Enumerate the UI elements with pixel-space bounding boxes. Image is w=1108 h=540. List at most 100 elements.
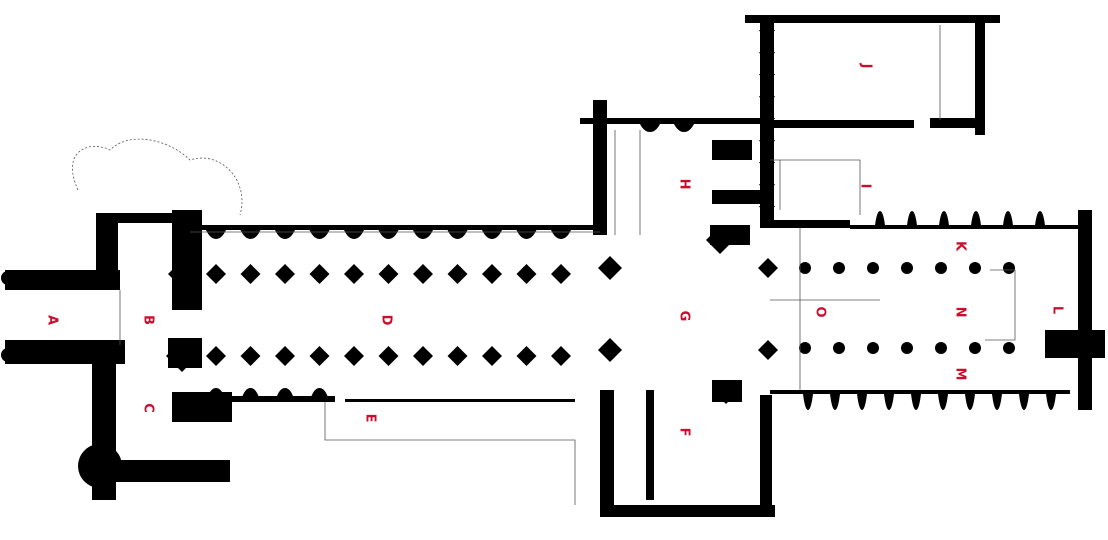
west-turret xyxy=(1,271,15,285)
choir-north-pier xyxy=(1003,262,1015,274)
nave-south-respond xyxy=(277,388,293,396)
label-i: I xyxy=(858,184,873,189)
choir-north-pier xyxy=(969,262,981,274)
nave-north-pier xyxy=(378,264,399,284)
vestibule-pier xyxy=(759,118,775,124)
west-porch-north-wall xyxy=(5,270,120,290)
choir-north-respond xyxy=(1035,211,1045,225)
choir-north-pier xyxy=(935,262,947,274)
choir-south-pier xyxy=(969,342,981,354)
nave-south-pier xyxy=(275,346,295,366)
choir-south-respond xyxy=(911,394,921,410)
nave-north-pier xyxy=(447,264,468,284)
nave-south-aisle-wall xyxy=(180,396,335,402)
vestibule-pier xyxy=(759,74,775,80)
nave-north-pier xyxy=(516,264,537,284)
vestibule-wall-north xyxy=(774,120,914,128)
chapter-buttress xyxy=(932,15,938,23)
north-transept-east-block xyxy=(712,140,752,160)
vestibule-pier xyxy=(759,30,775,36)
chapter-house-south-wall xyxy=(930,118,985,128)
choir-south-respond xyxy=(965,394,975,410)
nave-north-pier xyxy=(206,264,226,284)
nave-north-pier xyxy=(240,264,261,284)
vestibule-pier xyxy=(759,140,775,146)
label-c: C xyxy=(141,403,156,413)
label-h: H xyxy=(677,179,692,190)
label-m: M xyxy=(953,368,968,381)
nave-north-pier xyxy=(482,264,502,284)
choir-south-respond xyxy=(857,394,867,410)
transept-north-respond xyxy=(640,124,660,132)
nave-south-pier xyxy=(344,346,364,366)
chapter-buttress xyxy=(797,15,803,23)
west-turret xyxy=(1,348,15,362)
chapter-buttress xyxy=(842,15,848,23)
choir-north-pier xyxy=(901,262,913,274)
vestibule-pier xyxy=(759,206,775,212)
south-transept-east-wall xyxy=(760,395,772,510)
label-o: O xyxy=(813,306,828,317)
choir-south-respond xyxy=(992,394,1002,410)
choir-south-pier xyxy=(1003,342,1015,354)
label-a: A xyxy=(45,315,60,325)
west-pier xyxy=(166,340,198,372)
label-f: F xyxy=(677,428,692,437)
nave-south-respond xyxy=(208,388,224,396)
vestibule-pier xyxy=(759,52,775,58)
vestibule-wall-south xyxy=(760,220,850,228)
walls xyxy=(5,15,1105,517)
choir-south-respond xyxy=(1019,394,1029,410)
choir-south-respond xyxy=(830,394,840,410)
vestibule-pier xyxy=(759,96,775,102)
nave-south-respond xyxy=(242,388,259,396)
nave-south-pier xyxy=(413,346,433,366)
nave-south-pier xyxy=(516,346,537,366)
south-transept-west-wall xyxy=(600,390,614,515)
chapter-house-east-wall xyxy=(975,15,985,135)
label-g: G xyxy=(677,311,692,322)
chapter-house-north-wall xyxy=(745,15,1000,23)
choir-south-pier xyxy=(901,342,913,354)
choir-south-pier xyxy=(833,342,845,354)
room-labels: A B C D E F G H I J K L M N O xyxy=(45,63,1065,437)
choir-south-aisle-wall xyxy=(770,390,1070,394)
label-k: K xyxy=(953,241,968,252)
north-transept-north-wall xyxy=(580,118,760,124)
choir-south-respond xyxy=(803,394,813,410)
choir-south-respond xyxy=(884,394,894,410)
thin-lines xyxy=(72,25,1016,505)
label-n: N xyxy=(953,307,968,318)
nave-north-pier xyxy=(344,264,364,284)
label-d: D xyxy=(379,315,394,326)
choir-north-respond xyxy=(939,211,949,225)
choir-north-aisle-wall xyxy=(850,225,1080,229)
choir-south-pier xyxy=(935,342,947,354)
label-e: E xyxy=(363,414,378,423)
choir-north-respond xyxy=(907,211,917,225)
west-pier xyxy=(168,260,196,288)
south-transept-mid-wall xyxy=(646,390,654,500)
transept-north-respond xyxy=(674,124,694,132)
choir-north-pier xyxy=(799,262,811,274)
vestibule-pier xyxy=(759,162,775,168)
crossing-pier xyxy=(758,258,778,278)
nave-north-pier xyxy=(413,264,433,284)
piers xyxy=(1,15,1056,410)
label-l: L xyxy=(1050,306,1065,314)
north-transept-west-wall xyxy=(593,100,607,235)
choir-south-respond xyxy=(938,394,948,410)
nave-south-aisle-wall-2 xyxy=(345,399,575,402)
label-b: B xyxy=(141,315,156,325)
nave-south-pier xyxy=(482,346,502,366)
nave-south-pier xyxy=(206,346,226,366)
east-wall xyxy=(1078,210,1092,410)
choir-south-respond xyxy=(1046,394,1056,410)
crossing-pier xyxy=(598,256,622,280)
nave-south-pier xyxy=(240,346,261,366)
chapter-buttress xyxy=(887,15,893,23)
west-cross-wall xyxy=(96,213,186,223)
nave-south-pier xyxy=(309,346,330,366)
choir-south-pier xyxy=(799,342,811,354)
